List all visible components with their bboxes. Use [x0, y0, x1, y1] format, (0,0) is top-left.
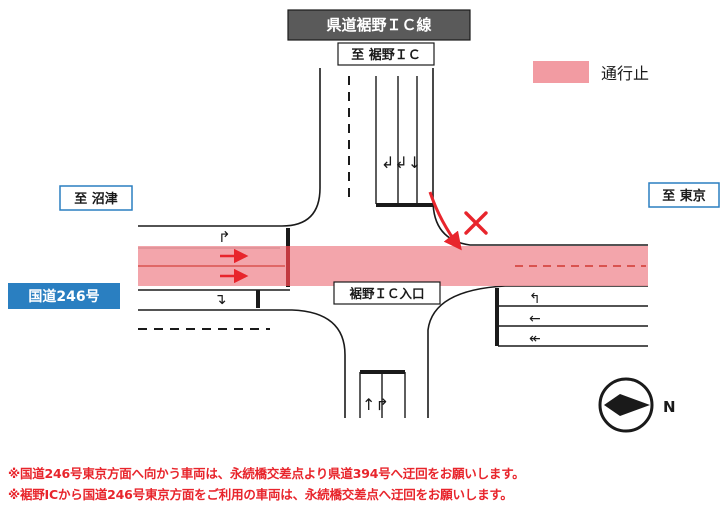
north-road-west-edge: [138, 68, 321, 227]
to-east-box: [648, 182, 720, 208]
north-road-east-edge: [432, 68, 648, 246]
west-right-turn-arrow: ↴: [214, 290, 227, 308]
east-lane-arrows: ↰: [529, 291, 541, 307]
detour-note-2: ※裾野ICから国道246号東京方面をご利用の車両は、永続橋交差点へ迂回をお願いし…: [8, 487, 513, 502]
to-west-box: [59, 185, 133, 211]
north-lane-arrows: ↲↲↓: [381, 153, 421, 172]
to-east-label: 至 東京: [662, 188, 706, 204]
to-north-box: [337, 42, 435, 66]
east-lane-arrows: ←: [529, 311, 541, 327]
legend-closure-swatch: [533, 61, 589, 83]
top-route-label: 県道裾野ＩＣ線: [326, 16, 431, 34]
national-route-badge: [8, 283, 120, 309]
south-road-east-edge: [427, 285, 648, 418]
east-lane-arrows: ↞: [529, 331, 541, 347]
south-lane-arrows: ↑↱: [362, 395, 389, 414]
prohibited-turn-arrow: [428, 191, 462, 251]
detour-note-1: ※国道246号東京方面へ向かう車両は、永続橋交差点より県道394号へ迂回をお願い…: [8, 466, 525, 481]
national-route-label: 国道246号: [28, 288, 99, 305]
junction-label: 裾野ＩＣ入口: [349, 286, 424, 301]
legend-closure-label: 通行止: [601, 64, 649, 83]
to-west-label: 至 沼津: [74, 191, 118, 207]
north-arrow-icon: [598, 377, 654, 433]
top-route-badge: [287, 9, 471, 41]
west-turn-arrow: ↱: [218, 228, 231, 246]
compass-label: N: [663, 398, 676, 416]
south-road-west-edge: [138, 309, 346, 418]
junction-box: [333, 281, 441, 305]
to-north-label: 至 裾野ＩＣ: [351, 47, 421, 63]
no-entry-cross-icon: [464, 211, 488, 235]
